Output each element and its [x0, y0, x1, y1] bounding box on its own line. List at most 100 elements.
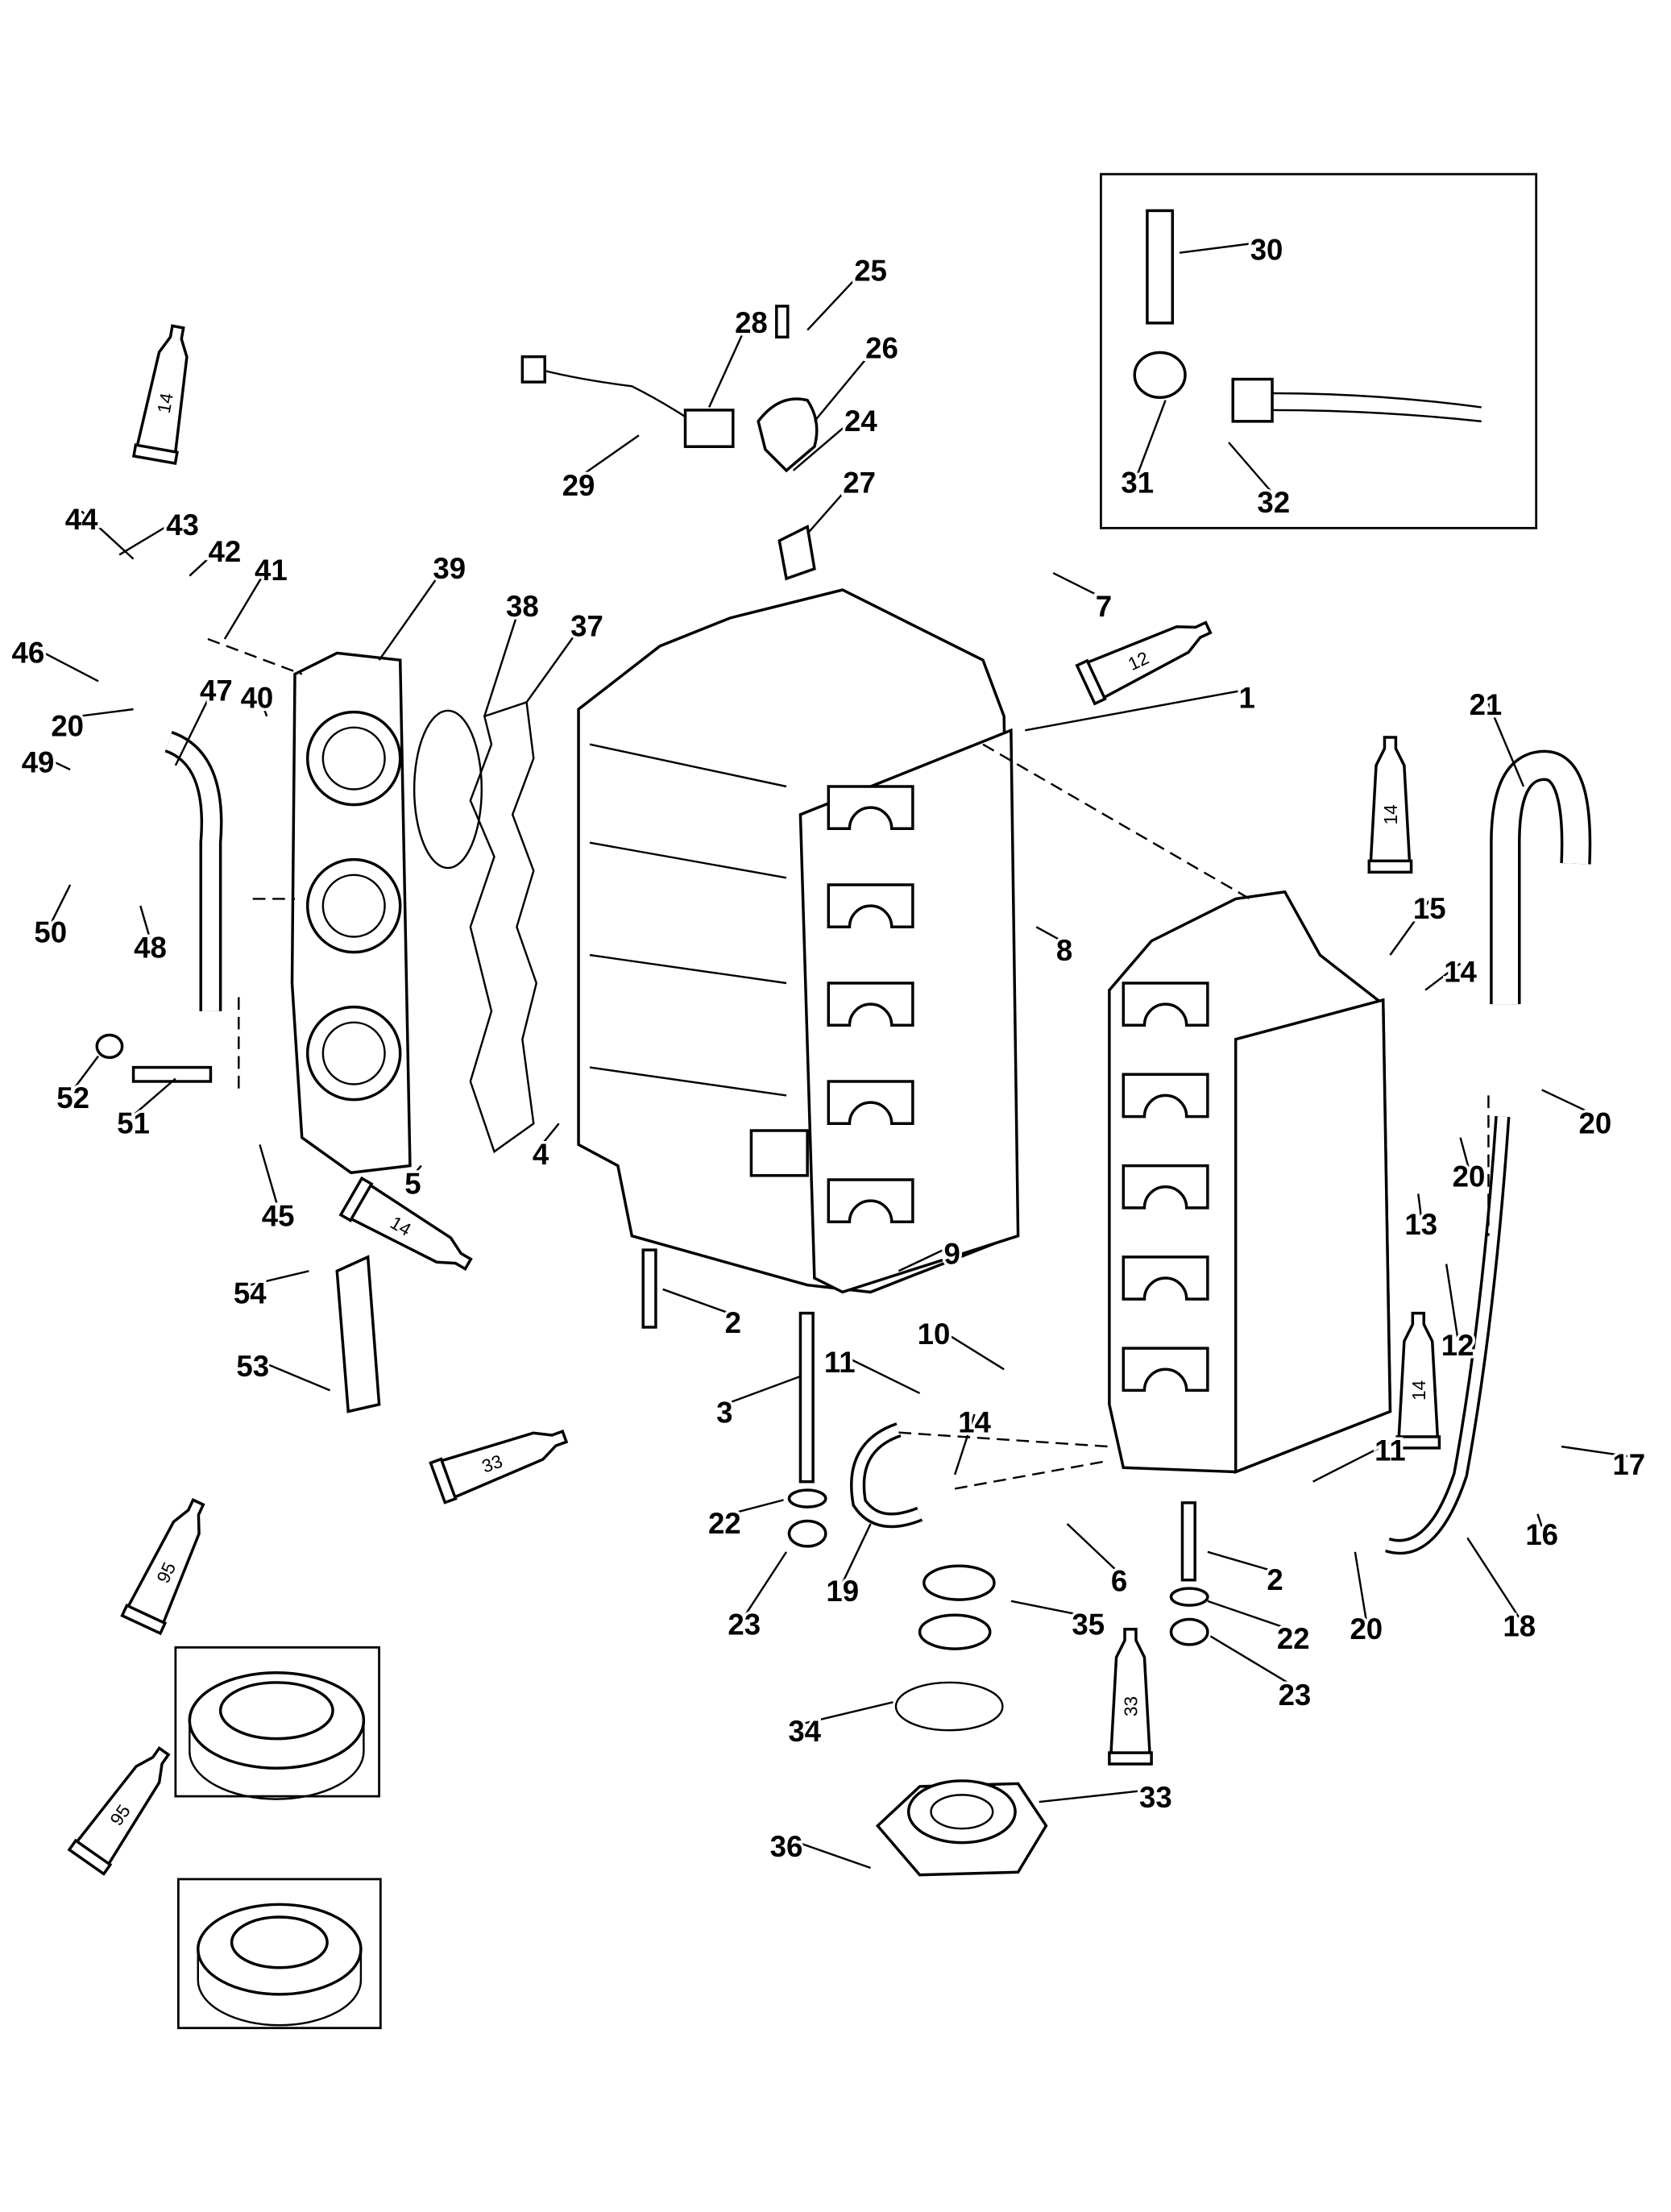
callout-label: 43 [166, 508, 199, 542]
washer-22b [1169, 1587, 1209, 1607]
leader-line [72, 1055, 99, 1091]
callout-label: 34 [788, 1715, 821, 1748]
leader-line [1010, 1600, 1088, 1618]
callout-label: 37 [570, 610, 603, 643]
assembly-line [207, 637, 1490, 1490]
sealant-tube: 33 [429, 1429, 569, 1504]
leader-line [662, 1288, 734, 1316]
leader-line [1035, 926, 1065, 944]
nut-23 [787, 1519, 827, 1548]
leader-line [813, 338, 883, 422]
leader-line [412, 1164, 422, 1177]
callout-label: 4 [533, 1138, 549, 1171]
seal-detail-upper [188, 1671, 366, 1800]
callout-label: 31 [1121, 467, 1154, 500]
leader-line [724, 1375, 801, 1406]
seal-detail-box-upper [174, 1646, 380, 1798]
tube-label: 14 [1408, 1380, 1429, 1401]
tube-label: 14 [1380, 804, 1401, 824]
sealant-tube: 12 [1075, 620, 1213, 706]
crankcase-cover [1108, 890, 1392, 1475]
callout-label: 11 [824, 1346, 856, 1379]
leader-line [786, 1837, 871, 1870]
leader-line [1039, 1788, 1156, 1803]
callout-label: 20 [1350, 1612, 1383, 1646]
washer-22 [787, 1488, 827, 1509]
sealant-tube: 14 [338, 1176, 473, 1271]
callout-label: 22 [708, 1507, 741, 1540]
leader-line [1228, 442, 1275, 496]
tube-label: 14 [153, 392, 177, 415]
callout-label: 14 [1444, 955, 1477, 988]
leader-line [1536, 1513, 1543, 1527]
crank-cradle [827, 1178, 914, 1224]
callout-label: 7 [1096, 590, 1112, 623]
callout-label: 23 [1279, 1679, 1312, 1712]
crank-cradle [827, 883, 914, 929]
leader-line [1354, 1551, 1368, 1621]
stud-3 [798, 1311, 815, 1484]
callout-label: 1 [1238, 681, 1254, 714]
callout-label: 28 [735, 306, 768, 339]
callout-label: 47 [200, 674, 233, 708]
leader-line [1207, 1600, 1294, 1632]
leader-line [743, 1551, 788, 1617]
leader-line [898, 1244, 953, 1272]
leader-line [27, 643, 99, 683]
callout-label: 48 [134, 932, 167, 965]
sealant-tube: 95 [67, 1745, 171, 1876]
leader-line [1466, 1537, 1520, 1619]
leader-line [708, 313, 753, 408]
sealant-tube: 95 [120, 1498, 205, 1636]
leader-line [189, 542, 226, 577]
callout-label: 30 [1250, 233, 1283, 266]
callout-label: 38 [506, 590, 539, 623]
leader-line [1052, 571, 1105, 600]
callout-label: 16 [1525, 1518, 1558, 1551]
leader-line [578, 434, 640, 479]
cylinder-block [577, 588, 1020, 1294]
leader-line [249, 1270, 309, 1286]
leader-line [1561, 1445, 1629, 1458]
crank-cradle [827, 785, 914, 831]
leader-line [259, 1144, 280, 1209]
callout-label: 23 [728, 1608, 761, 1641]
leader-line [1541, 1089, 1596, 1116]
sealant-tube: 33 [1108, 1627, 1153, 1766]
leader-line [49, 884, 72, 925]
sealant-tube: 14 [1367, 736, 1413, 874]
stud-2 [641, 1248, 657, 1329]
callout-label: 49 [22, 746, 55, 779]
sealant-tube: 14 [131, 324, 189, 465]
callout-label: 20 [1579, 1106, 1612, 1139]
sensor-assembly [520, 305, 819, 581]
leader-line [806, 474, 860, 535]
leader-line [1312, 1441, 1391, 1483]
callout-label: 5 [404, 1167, 421, 1200]
stud-51 [131, 1065, 213, 1083]
callout-label: 22 [1277, 1622, 1310, 1655]
callout-label: 45 [262, 1200, 295, 1233]
crank-cradle [1122, 1164, 1209, 1210]
callout-label: 10 [918, 1318, 951, 1351]
leader-line [525, 617, 588, 703]
leader-line [1025, 688, 1247, 732]
leader-line [540, 1123, 560, 1147]
leader-line [37, 753, 71, 771]
bearing-housing-33 [875, 1779, 1048, 1877]
leader-line [1445, 1264, 1459, 1338]
tube-label: 33 [1121, 1696, 1142, 1716]
leader-line [1136, 400, 1167, 475]
leader-line [118, 516, 184, 556]
callout-label: 2 [1267, 1563, 1283, 1596]
callout-label: 3 [716, 1397, 732, 1430]
nut-23b [1169, 1617, 1209, 1646]
seal-35b [918, 1613, 992, 1650]
callout-label: 6 [1111, 1565, 1127, 1598]
callout-label: 51 [117, 1106, 150, 1139]
leader-line [839, 1353, 921, 1395]
callout-label: 20 [51, 709, 84, 742]
callout-label: 46 [12, 637, 45, 670]
seal-detail-box-lower [176, 1878, 382, 2030]
